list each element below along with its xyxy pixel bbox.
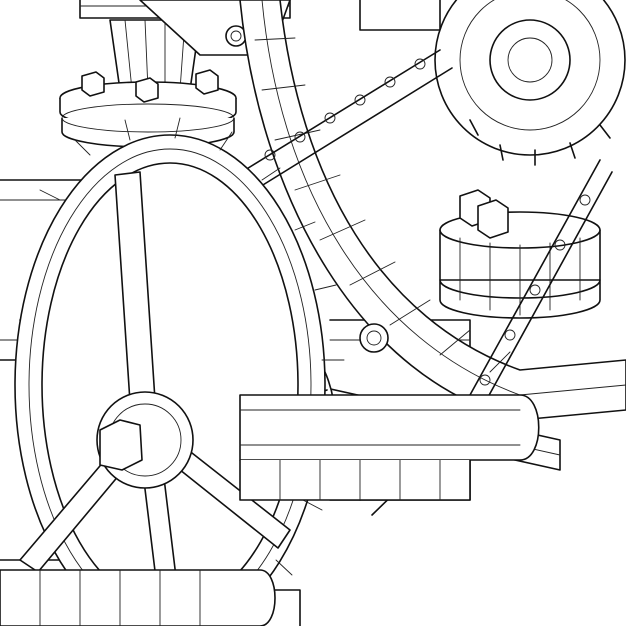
hex-bolts-left: [81, 69, 219, 103]
valve-flange-right: [439, 211, 601, 319]
handwheel-hub: [96, 391, 194, 489]
belt-guard: [239, 394, 540, 501]
hex-bolts-right: [459, 189, 509, 239]
idler-roller: [359, 323, 389, 353]
curved-pipe: [239, 0, 626, 421]
upper-sprocket: [434, 0, 626, 166]
bottom-cylinder: [0, 569, 276, 626]
